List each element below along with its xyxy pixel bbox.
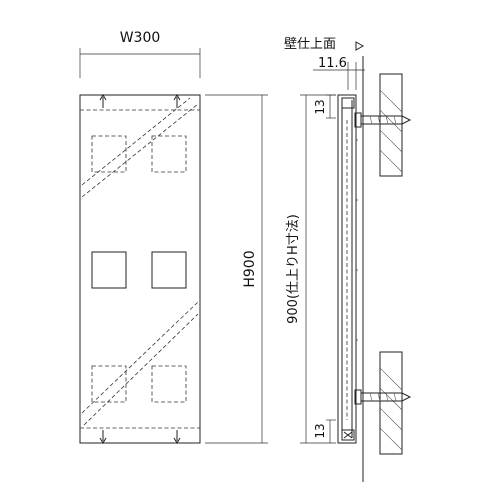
screw-marks [99,94,181,444]
wall-pointer-icon [355,41,365,51]
height-dimension: H900 [205,94,268,444]
sign-profile [337,94,358,444]
reflection-lines [81,97,199,426]
top-margin-dimension: 13 [313,94,336,119]
offset-label: 11.6 [318,56,347,71]
bottom-margin-dimension: 13 [313,419,336,443]
side-height-dimension: 900(仕上りH寸法) [286,94,336,444]
height-label: H900 [242,250,258,287]
side-height-label: 900(仕上りH寸法) [286,214,301,324]
wall-surface-label: 壁仕上面 [284,37,336,52]
front-view: W300 [79,30,268,444]
wall-anchor-bottom [379,351,403,455]
side-view: 壁仕上面 11.6 [284,37,412,482]
width-dimension: W300 [79,30,201,78]
wall-anchor-top [379,73,403,177]
side-screws [354,112,412,405]
bottom-margin-label: 13 [313,423,327,438]
panel-outline [79,94,201,444]
width-label: W300 [120,30,161,46]
top-margin-label: 13 [313,99,327,114]
